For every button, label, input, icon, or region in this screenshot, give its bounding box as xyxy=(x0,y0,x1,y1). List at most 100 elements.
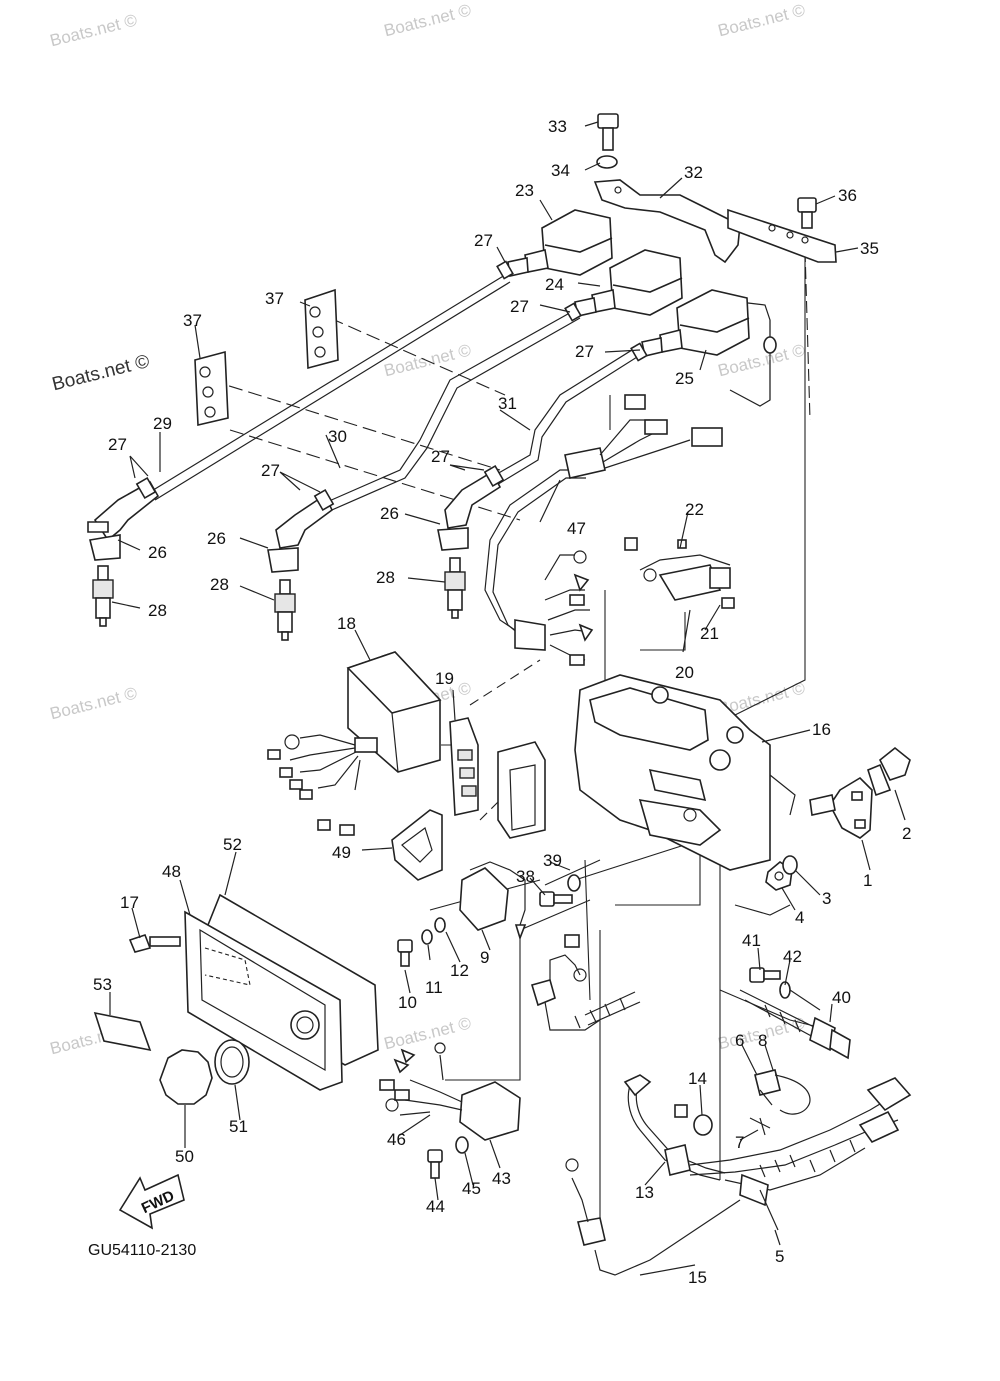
callout: 12 xyxy=(450,961,469,980)
leader-lines xyxy=(109,121,906,1276)
rectifier-regulator-9 xyxy=(459,861,527,941)
clamp-37b xyxy=(194,350,229,426)
spark-plug-28c xyxy=(444,557,466,619)
callout: 42 xyxy=(783,947,802,966)
callout: 40 xyxy=(832,988,851,1007)
high-tension-cord-30 xyxy=(319,309,581,514)
callout: 22 xyxy=(685,500,704,519)
lead-wire-13-15 xyxy=(565,1074,912,1276)
callout: 43 xyxy=(492,1169,511,1188)
callout: 2 xyxy=(902,824,911,843)
clamp-6-8 xyxy=(754,1069,811,1115)
washer-11 xyxy=(421,929,433,945)
part-labels: 33 34 32 23 36 35 27 24 27 37 37 27 25 3… xyxy=(93,117,911,1287)
callout: 30 xyxy=(328,427,347,446)
cdi-unit-18 xyxy=(267,651,442,836)
bolt-41 xyxy=(749,967,781,983)
callout: 44 xyxy=(426,1197,445,1216)
fwd-arrow: FWD xyxy=(118,1173,185,1230)
label-53 xyxy=(93,1011,152,1052)
cover-48 xyxy=(184,910,343,1091)
callout: 35 xyxy=(860,239,879,258)
washer-12 xyxy=(434,917,446,933)
callout: 29 xyxy=(153,414,172,433)
callout: 26 xyxy=(207,529,226,548)
callout: 32 xyxy=(684,163,703,182)
callout: 36 xyxy=(838,186,857,205)
callout: 25 xyxy=(675,369,694,388)
bracket-35 xyxy=(727,208,837,263)
callout: 13 xyxy=(635,1183,654,1202)
washer-3 xyxy=(782,855,798,875)
callout: 28 xyxy=(376,568,395,587)
washer-39 xyxy=(567,874,581,892)
bracket-19 xyxy=(449,717,546,839)
callout: 27 xyxy=(431,447,450,466)
callout: 3 xyxy=(822,889,831,908)
callout: 26 xyxy=(148,543,167,562)
callout: 28 xyxy=(210,575,229,594)
grommets-27 xyxy=(135,260,648,512)
screw-21 xyxy=(721,597,735,609)
callout: 45 xyxy=(462,1179,481,1198)
bolt-2 xyxy=(867,746,911,797)
bracket-assembly-16 xyxy=(574,674,796,871)
callout: 15 xyxy=(688,1268,707,1287)
holder-49 xyxy=(391,809,443,881)
callout: 49 xyxy=(332,843,351,862)
bolt-10 xyxy=(397,939,413,967)
wire-harness-47 xyxy=(484,394,723,666)
callout: 27 xyxy=(474,231,493,250)
diagram-code: GU54110-2130 xyxy=(88,1242,197,1259)
bolt-44 xyxy=(427,1149,443,1179)
callout: 38 xyxy=(516,867,535,886)
spark-plug-28a xyxy=(92,565,114,627)
callout: 11 xyxy=(425,978,443,997)
ignition-coil-25 xyxy=(641,289,777,407)
callout: 24 xyxy=(545,275,564,294)
callout: 18 xyxy=(337,614,356,633)
callout: 23 xyxy=(515,181,534,200)
callout: 26 xyxy=(380,504,399,523)
callout: 39 xyxy=(543,851,562,870)
bracket-1 xyxy=(809,776,873,839)
washer-45 xyxy=(455,1136,469,1154)
bolt-38 xyxy=(539,891,573,907)
cap-14 xyxy=(674,1104,713,1136)
callout: 52 xyxy=(223,835,242,854)
bolt-36 xyxy=(797,197,817,229)
assembly-lines xyxy=(209,249,831,1230)
callout: 6 xyxy=(735,1031,744,1050)
callout: 34 xyxy=(551,161,570,180)
callout: 46 xyxy=(387,1130,406,1149)
callout: 37 xyxy=(183,311,202,330)
callout: 19 xyxy=(435,669,454,688)
callout: 14 xyxy=(688,1069,707,1088)
callout: 51 xyxy=(229,1117,248,1136)
bolt-33 xyxy=(597,113,619,151)
callout: 27 xyxy=(108,435,127,454)
callout: 5 xyxy=(775,1247,784,1266)
coil-bracket-32 xyxy=(593,179,741,264)
pin-7 xyxy=(749,1117,771,1136)
callout: 16 xyxy=(812,720,831,739)
relay-43 xyxy=(379,1042,521,1141)
ignition-coil-24 xyxy=(574,249,683,317)
callout: 41 xyxy=(742,931,761,950)
spark-plug-28b xyxy=(274,579,296,641)
bolt-17 xyxy=(128,933,181,953)
high-tension-cord-29 xyxy=(149,274,511,501)
callout: 4 xyxy=(795,908,804,927)
callout: 33 xyxy=(548,117,567,136)
sensor-20 xyxy=(624,537,731,601)
ignition-coil-23 xyxy=(507,209,613,277)
callout: 28 xyxy=(148,601,167,620)
callout: 27 xyxy=(510,297,529,316)
clamp-37a xyxy=(304,288,339,370)
callout: 53 xyxy=(93,975,112,994)
plug-cap-26b xyxy=(267,493,334,573)
callout: 37 xyxy=(265,289,284,308)
callout: 10 xyxy=(398,993,417,1012)
cap-50 xyxy=(159,1049,213,1105)
